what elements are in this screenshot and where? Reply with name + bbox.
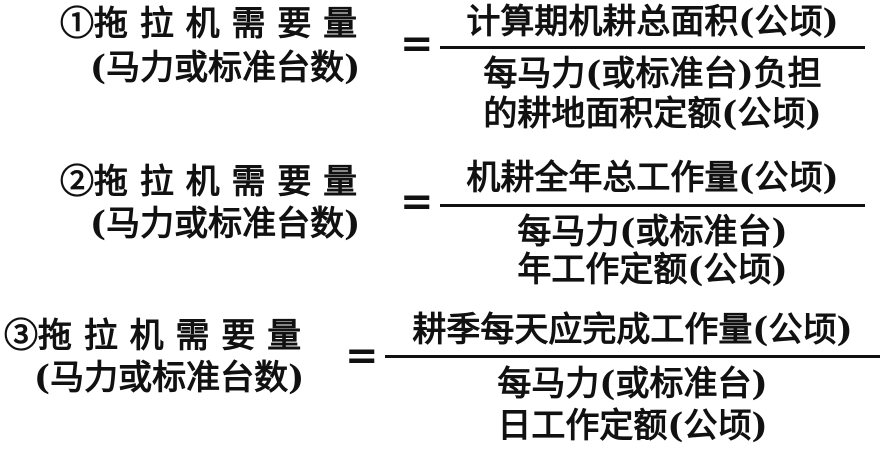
formula-3-denominator-line2: 日工作定额(公顷) <box>497 406 768 446</box>
formula-3-equals: = <box>345 332 379 379</box>
formula-3-lhs-line1: ③拖 拉 机 需 要 量 <box>4 316 302 356</box>
formula-1-numerator: 计算期机耕总面积(公顷) <box>466 2 839 42</box>
formula-1-denominator-line2: 的耕地面积定额(公顷) <box>483 94 822 134</box>
formula-2-lhs-line2: (马力或标准台数) <box>90 204 361 244</box>
formula-1-lhs-line2: (马力或标准台数) <box>90 48 361 88</box>
formula-2-denominator-line2: 年工作定额(公顷) <box>517 250 788 290</box>
formula-2-equals: = <box>400 178 434 225</box>
formula-1-fraction-bar <box>440 46 865 49</box>
formula-1-denominator-line1: 每马力(或标准台)负担 <box>483 54 822 94</box>
formula-2-denominator-line1: 每马力(或标准台) <box>517 212 788 252</box>
formula-2-numerator: 机耕全年总工作量(公顷) <box>466 158 839 198</box>
formula-3-fraction-bar <box>385 355 880 358</box>
formula-1-lhs-line1: ①拖 拉 机 需 要 量 <box>60 4 358 44</box>
formula-2-lhs-line1: ②拖 拉 机 需 要 量 <box>60 162 358 202</box>
formula-2-fraction-bar <box>440 204 865 207</box>
formula-3-numerator: 耕季每天应完成工作量(公顷) <box>412 310 853 350</box>
formula-3-lhs-line2: (马力或标准台数) <box>34 358 305 398</box>
formula-3-denominator-line1: 每马力(或标准台) <box>497 364 768 404</box>
formula-1-equals: = <box>400 20 434 67</box>
